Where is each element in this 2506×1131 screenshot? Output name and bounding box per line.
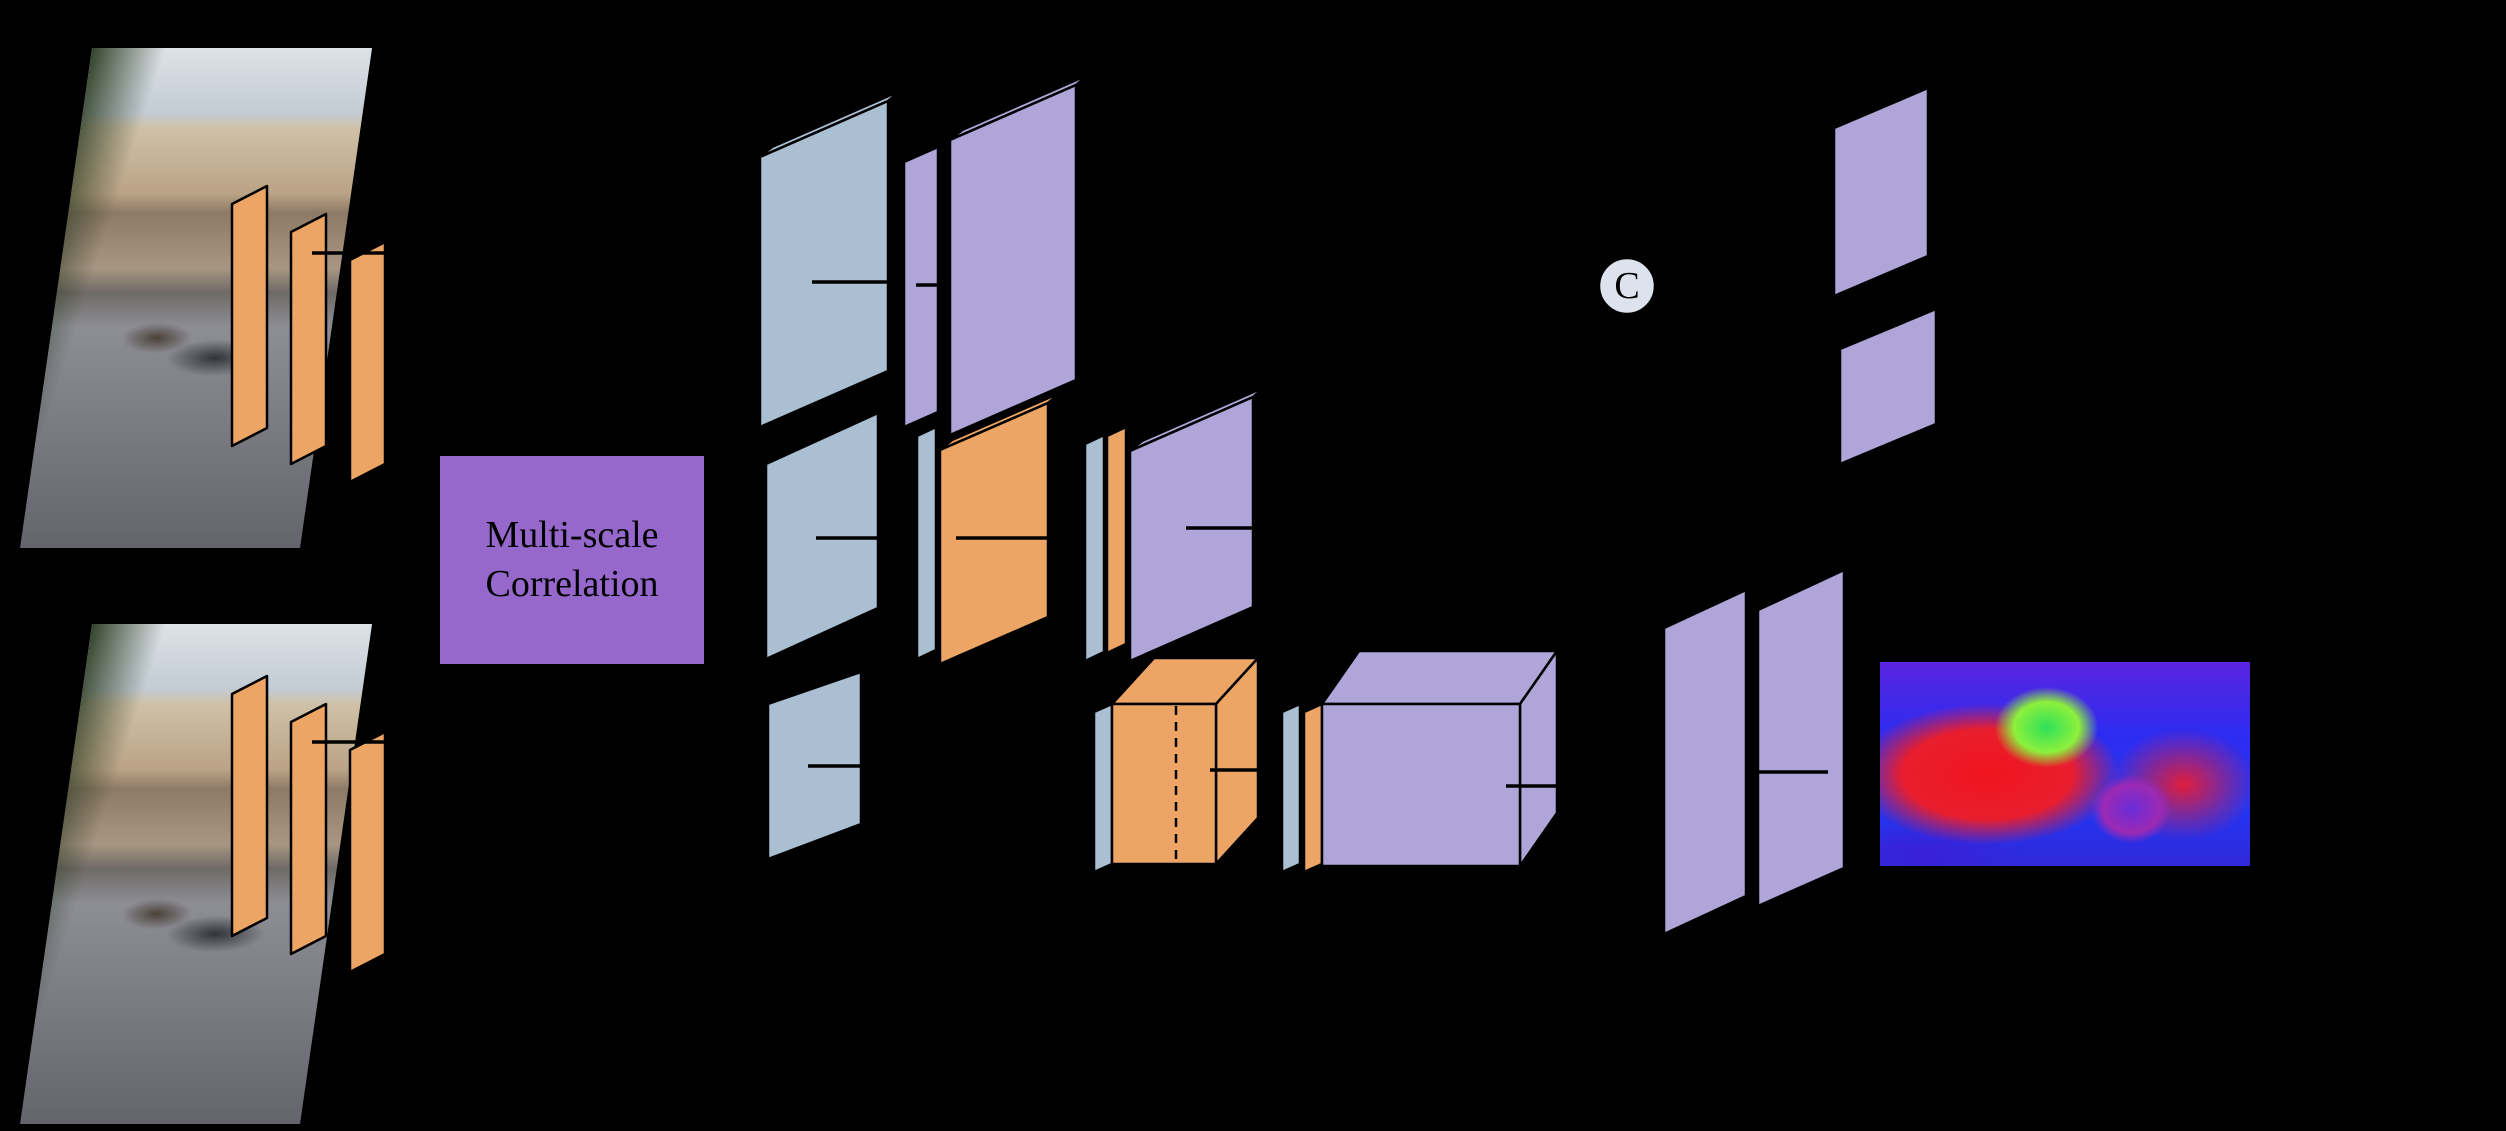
feature-encoder-top: [230, 184, 416, 484]
feature-slab: [764, 411, 880, 661]
conv-box-front-face: [1110, 702, 1218, 866]
conv-strip: [1302, 702, 1324, 874]
feature-strip: [915, 425, 938, 661]
feature-slab: [758, 99, 890, 429]
conv-slab: [289, 212, 328, 466]
decoder-top-right: [1832, 86, 1938, 466]
concat-label: C: [1614, 265, 1639, 307]
pyramid-level-2: [764, 385, 1267, 666]
conv-slab: [289, 702, 328, 956]
correlation-box-line1: Multi-scale: [485, 513, 659, 556]
correlation-box-front-face: [1320, 702, 1522, 868]
concat-circle: [1597, 256, 1657, 316]
conv-slab: [230, 184, 269, 448]
multiscale-correlation-box: Multi-scale Correlation: [440, 456, 704, 664]
conv-slab: [348, 240, 387, 484]
feature-strip: [1092, 702, 1114, 874]
concat-node: C: [1597, 256, 1657, 316]
decoder-slab: [1832, 86, 1930, 298]
feature-strip: [1280, 702, 1302, 874]
conv-slab: [348, 730, 387, 974]
pyramid-level-3: [766, 649, 1588, 874]
correlation-slab: [948, 83, 1078, 437]
correlation-slab: [902, 145, 940, 429]
decoder-slab: [1838, 307, 1938, 466]
refinement-slab: [1662, 588, 1748, 936]
feature-encoder-bottom: [230, 674, 416, 974]
correlation-box-top-face: [1320, 649, 1559, 706]
feature-strip: [1083, 433, 1106, 663]
refinement-block: [1662, 568, 1846, 936]
correlation-box-line2: Correlation: [485, 563, 659, 605]
conv-slab: [938, 401, 1050, 666]
flow-output-image: [1880, 662, 2250, 866]
conv-slab: [230, 674, 269, 938]
conv-strip: [1105, 425, 1128, 655]
refinement-slab: [1756, 568, 1846, 908]
pyramid-level-1: [758, 73, 1090, 437]
